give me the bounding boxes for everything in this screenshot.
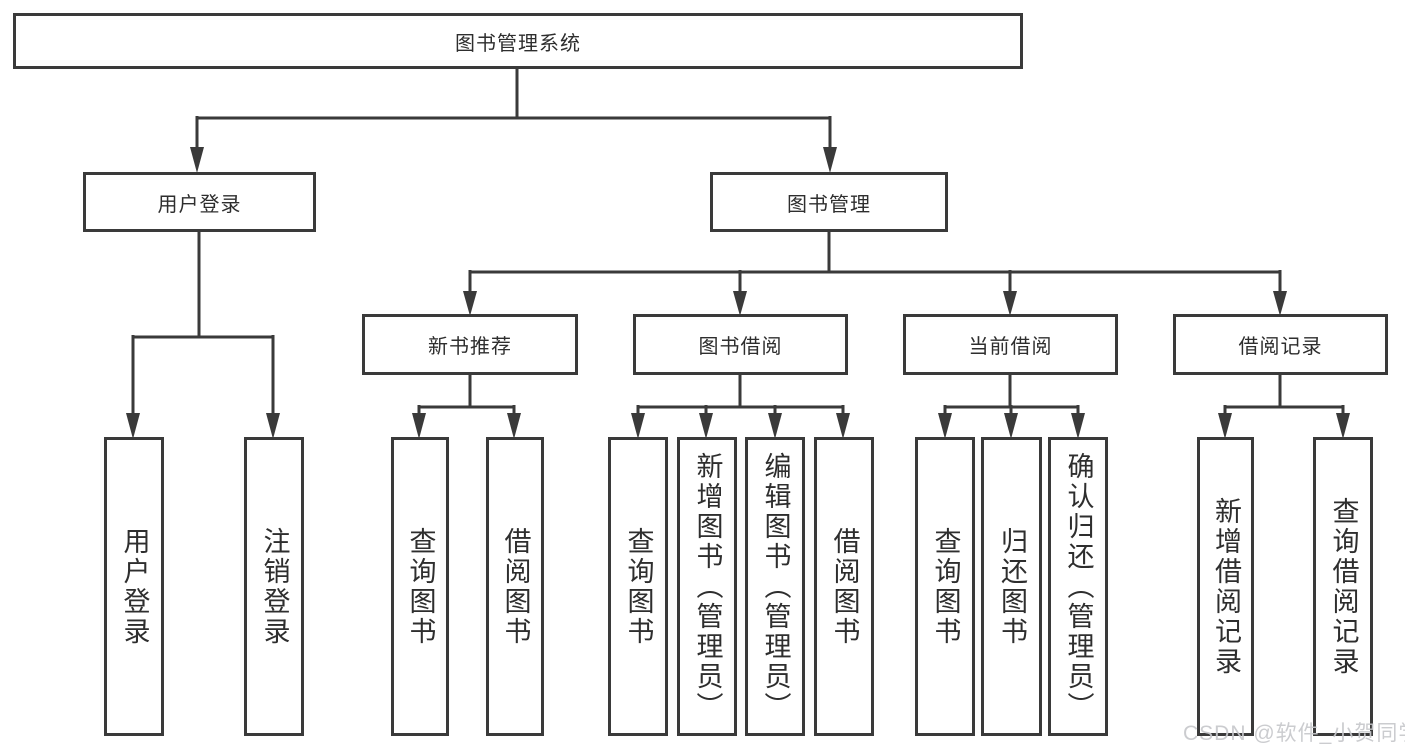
arrowhead xyxy=(768,413,782,439)
arrowhead xyxy=(1218,413,1232,439)
arrowhead xyxy=(1273,291,1287,316)
arrowhead xyxy=(823,147,837,173)
arrowhead xyxy=(733,291,747,316)
arrowheads xyxy=(126,147,1350,439)
arrowhead xyxy=(1003,291,1017,316)
leaf-query-borrow-record-label: 查询借阅记录 xyxy=(1328,496,1359,677)
arrowhead xyxy=(190,147,204,173)
node-new-book-recommend-label: 新书推荐 xyxy=(428,336,512,358)
arrowhead xyxy=(631,413,645,439)
leaf-add-books-admin: 新增图书（管理员） xyxy=(677,437,737,736)
leaf-query-borrow-record: 查询借阅记录 xyxy=(1313,437,1373,736)
node-new-book-recommend: 新书推荐 xyxy=(362,314,578,375)
node-user-login: 用户登录 xyxy=(83,172,316,232)
node-borrowing-records: 借阅记录 xyxy=(1173,314,1388,375)
arrowhead xyxy=(463,291,477,316)
arrowhead xyxy=(266,413,280,439)
arrowhead xyxy=(938,413,952,439)
leaf-query-books-current: 查询图书 xyxy=(915,437,975,736)
leaf-borrow-books: 借阅图书 xyxy=(814,437,874,736)
leaf-query-books-borrowing-label: 查询图书 xyxy=(623,526,654,647)
node-book-management: 图书管理 xyxy=(710,172,948,232)
csdn-watermark: CSDN @软件_小贺同学 xyxy=(1183,722,1405,745)
leaf-add-books-admin-label: 新增图书（管理员） xyxy=(692,451,723,722)
leaf-query-books-current-label: 查询图书 xyxy=(930,526,961,647)
arrowhead xyxy=(836,413,850,439)
leaf-add-borrow-record-label: 新增借阅记录 xyxy=(1211,496,1241,677)
arrowhead xyxy=(412,413,426,439)
leaf-query-books-recommend-label: 查询图书 xyxy=(405,526,436,647)
leaf-add-borrow-record: 新增借阅记录 xyxy=(1197,437,1254,736)
leaf-borrow-books-label: 借阅图书 xyxy=(829,526,860,647)
node-user-login-label: 用户登录 xyxy=(157,193,242,216)
leaf-edit-books-admin: 编辑图书（管理员） xyxy=(745,437,805,736)
connector-current-borrowing-to-leaves xyxy=(943,374,1080,416)
leaf-return-books-label: 归还图书 xyxy=(997,526,1027,647)
leaf-borrow-books-recommend: 借阅图书 xyxy=(486,437,544,736)
leaf-confirm-return-admin-label: 确认归还（管理员） xyxy=(1063,451,1094,722)
arrowhead xyxy=(126,413,140,439)
leaf-query-books-borrowing: 查询图书 xyxy=(608,437,668,736)
node-book-borrowing-label: 图书借阅 xyxy=(698,336,783,358)
leaf-borrow-books-recommend-label: 借阅图书 xyxy=(500,526,531,647)
connector-user-login-to-leaves xyxy=(131,231,275,416)
arrowhead xyxy=(507,413,521,439)
arrowhead xyxy=(1071,413,1085,439)
connector-root-to-level2 xyxy=(195,69,832,152)
connector-new-book-recommend-to-leaves xyxy=(417,374,516,416)
leaf-confirm-return-admin: 确认归还（管理员） xyxy=(1048,437,1108,736)
node-book-management-label: 图书管理 xyxy=(787,193,871,216)
leaf-return-books: 归还图书 xyxy=(981,437,1042,736)
arrowhead xyxy=(1004,413,1018,439)
connector-borrowing-records-to-leaves xyxy=(1223,374,1345,416)
leaf-query-books-recommend: 查询图书 xyxy=(391,437,449,736)
arrowhead xyxy=(1336,413,1350,439)
node-current-borrowing: 当前借阅 xyxy=(903,314,1118,375)
node-current-borrowing-label: 当前借阅 xyxy=(968,336,1053,358)
arrowhead xyxy=(699,413,713,439)
node-root-label: 图书管理系统 xyxy=(455,32,581,55)
leaf-logout: 注销登录 xyxy=(244,437,304,736)
leaf-logout-label: 注销登录 xyxy=(259,526,290,647)
node-borrowing-records-label: 借阅记录 xyxy=(1238,336,1323,358)
leaf-edit-books-admin-label: 编辑图书（管理员） xyxy=(760,451,791,722)
node-book-borrowing: 图书借阅 xyxy=(633,314,848,375)
leaf-user-login-label: 用户登录 xyxy=(119,526,150,647)
node-root: 图书管理系统 xyxy=(13,13,1023,69)
connector-book-management-to-level3 xyxy=(468,231,1282,294)
connector-book-borrowing-to-leaves xyxy=(636,374,845,416)
leaf-user-login: 用户登录 xyxy=(104,437,164,736)
